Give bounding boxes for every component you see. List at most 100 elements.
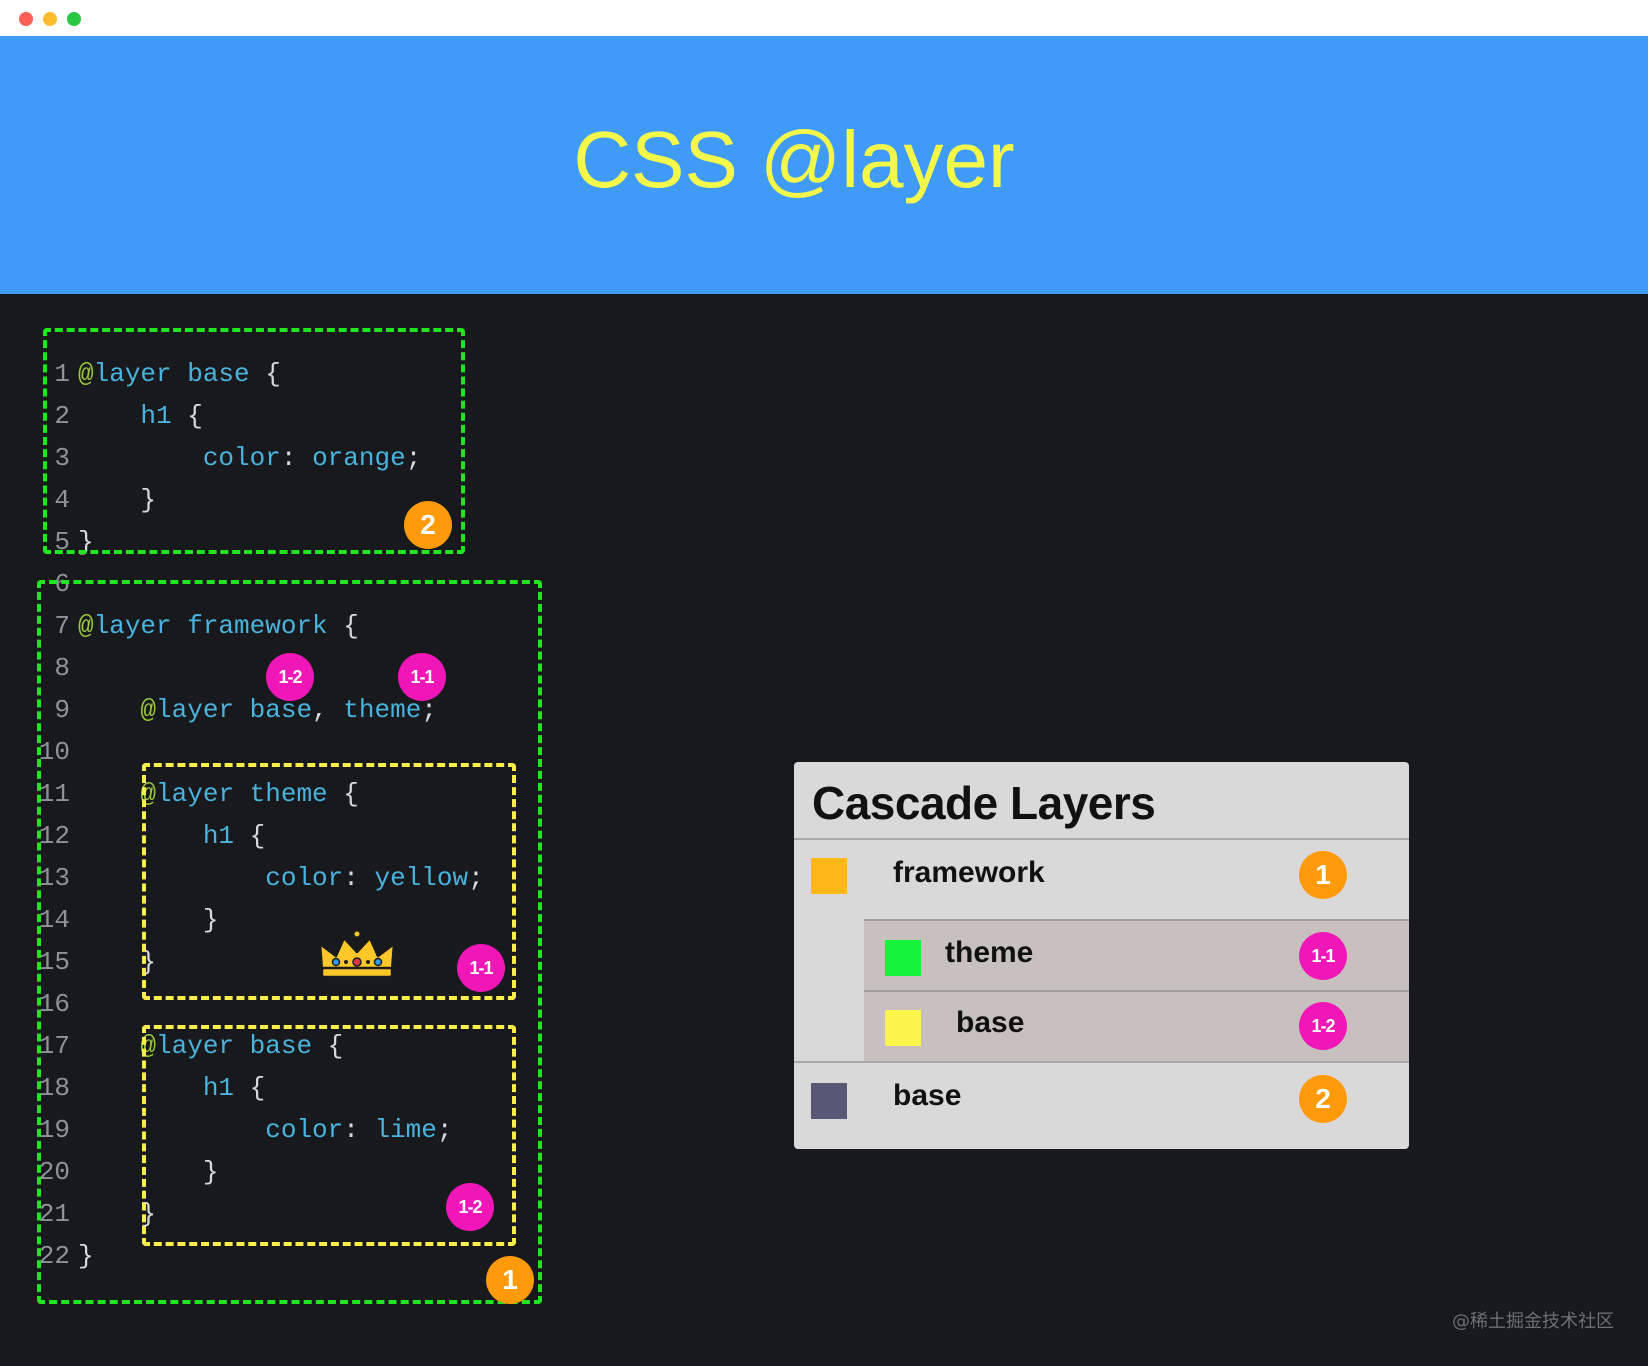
- badge-theme-block: 1-1: [457, 944, 505, 992]
- line-number: 16: [38, 989, 70, 1019]
- line-number: 7: [54, 611, 70, 641]
- line-number: 17: [38, 1031, 70, 1061]
- line-source: color: lime;: [78, 1109, 453, 1151]
- zoom-window-button[interactable]: [67, 12, 81, 26]
- code-line: 8: [0, 647, 560, 689]
- line-number: 3: [54, 443, 70, 473]
- code-line: 16: [0, 983, 560, 1025]
- line-source: @layer base {: [78, 353, 281, 395]
- panel-title: Cascade Layers: [812, 777, 1156, 829]
- code-token: @: [78, 611, 94, 641]
- layer-base-inner-box: [142, 1025, 516, 1246]
- line-source: }: [78, 479, 156, 521]
- code-line: 22}: [0, 1235, 560, 1277]
- line-number: 9: [54, 695, 70, 725]
- code-token: color: [202, 443, 281, 473]
- code-token: color: [265, 1115, 344, 1145]
- line-source: @layer framework {: [78, 605, 359, 647]
- line-source: }: [78, 1235, 94, 1277]
- badge-base-inner: 1-2: [446, 1183, 494, 1231]
- code-token: @: [140, 695, 157, 725]
- line-number: 2: [54, 401, 70, 431]
- layer-row-label: base: [956, 1006, 1025, 1039]
- line-number: 1: [54, 359, 70, 389]
- line-source: h1 {: [78, 1067, 265, 1109]
- code-token: }: [78, 1241, 94, 1271]
- close-window-button[interactable]: [19, 12, 33, 26]
- code-token: ;: [421, 695, 437, 725]
- code-token: yellow: [374, 863, 469, 893]
- code-token: {: [249, 821, 266, 851]
- line-source: }: [78, 1151, 219, 1193]
- line-source: }: [78, 521, 94, 563]
- code-token: {: [249, 1073, 266, 1103]
- code-line: 5}: [0, 521, 560, 563]
- code-line: 13 color: yellow;: [0, 857, 560, 899]
- layer-row-badge: 2: [1299, 1075, 1347, 1123]
- line-number: 18: [38, 1073, 70, 1103]
- line-number: 4: [54, 485, 70, 515]
- code-token: ;: [468, 863, 484, 893]
- line-number: 15: [38, 947, 70, 977]
- sublayer-divider: [864, 919, 1409, 921]
- badge-base-outer: 2: [404, 501, 452, 549]
- code-token: lime: [374, 1115, 437, 1145]
- line-number: 13: [38, 863, 70, 893]
- code-token: {: [265, 359, 281, 389]
- code-line: 10: [0, 731, 560, 773]
- layer-row-label: theme: [945, 936, 1034, 969]
- panel-divider: [794, 838, 1409, 840]
- watermark: @稀土掘金技术社区: [1452, 1311, 1614, 1332]
- layer-swatch-theme: [885, 940, 921, 976]
- line-number: 21: [38, 1199, 70, 1229]
- code-token: {: [187, 401, 203, 431]
- layer-framework-box: [37, 580, 542, 1304]
- line-source: }: [78, 899, 219, 941]
- code-token: layer base: [156, 1031, 328, 1061]
- code-token: color: [265, 863, 344, 893]
- hero-banner: CSS @layer: [0, 36, 1648, 294]
- hero-title: CSS @layer: [573, 115, 1015, 204]
- line-number: 19: [38, 1115, 70, 1145]
- code-token: orange: [312, 443, 406, 473]
- layer-row-label: framework: [893, 856, 1045, 889]
- code-token: ;: [436, 1115, 453, 1145]
- code-token: :: [280, 443, 313, 473]
- code-token: }: [78, 1157, 219, 1187]
- line-number: 20: [38, 1157, 70, 1187]
- badge-declare-theme: 1-1: [398, 653, 446, 701]
- line-number: 12: [38, 821, 70, 851]
- code-token: @: [78, 359, 94, 389]
- code-token: }: [78, 485, 157, 515]
- minimize-window-button[interactable]: [43, 12, 57, 26]
- code-token: layer theme: [156, 779, 344, 809]
- badge-framework: 1: [486, 1256, 534, 1304]
- code-line: 4 }: [0, 479, 560, 521]
- layer-theme-box: [142, 763, 516, 1000]
- code-line: 1 @layer base {: [0, 353, 560, 395]
- cascade-layers-panel: Cascade Layers framework 1 theme 1-1 bas…: [794, 762, 1409, 1149]
- code-token: layer base: [156, 695, 313, 725]
- code-line: 14 }: [0, 899, 560, 941]
- code-line: 19 color: lime;: [0, 1109, 560, 1151]
- code-token: {: [327, 1031, 344, 1061]
- code-token: ;: [405, 443, 422, 473]
- code-token: layer base: [93, 359, 266, 389]
- layer-swatch-base: [811, 1083, 847, 1119]
- line-source: h1 {: [78, 815, 265, 857]
- code-token: {: [343, 779, 359, 809]
- line-number: 10: [38, 737, 70, 767]
- code-line: 20 }: [0, 1151, 560, 1193]
- line-source: color: yellow;: [78, 857, 484, 899]
- line-number: 5: [54, 527, 70, 557]
- code-token: theme: [343, 695, 422, 725]
- line-source: @layer base, theme;: [78, 689, 437, 731]
- line-number: 14: [38, 905, 70, 935]
- badge-declare-base: 1-2: [266, 653, 314, 701]
- window-titlebar: [0, 0, 1648, 36]
- layer-swatch-base-nested: [885, 1010, 921, 1046]
- code-token: }: [78, 527, 94, 557]
- code-line: 6: [0, 563, 560, 605]
- code-token: h1: [140, 401, 188, 431]
- layer-base-outer-box: [43, 328, 465, 554]
